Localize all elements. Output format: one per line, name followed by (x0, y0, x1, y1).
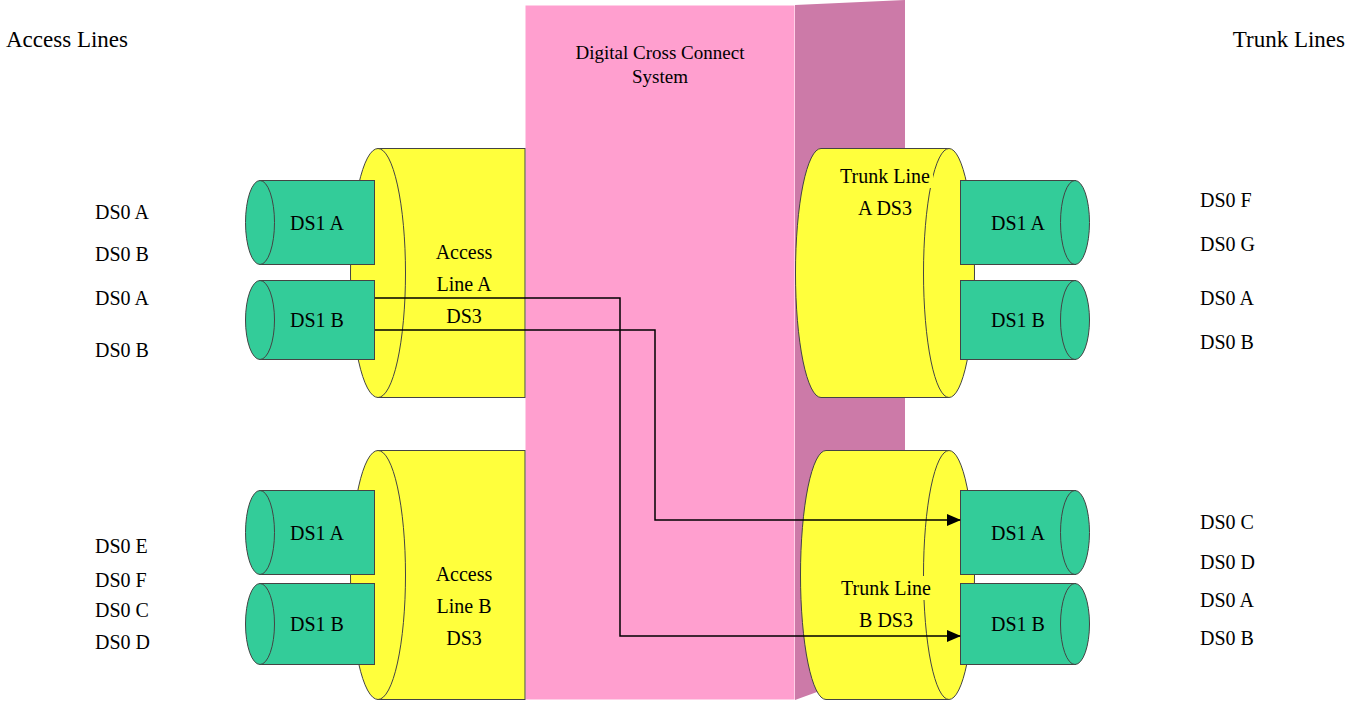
ds1-cylinder: DS1 B (245, 280, 375, 360)
channel-label: DS0 E (95, 534, 148, 558)
channel-label: DS0 A (95, 286, 149, 310)
ds1-cylinder: DS1 B (960, 583, 1090, 665)
label-patch: Access Line B DS3 (433, 562, 496, 650)
node-outline (800, 450, 975, 700)
ds1-cylinder: DS1 A (245, 180, 375, 265)
node-label: DS1 A (267, 521, 367, 545)
node-label: Access Line A DS3 (416, 236, 512, 332)
ds1-cylinder: DS1 A (960, 180, 1090, 265)
channel-label: DS0 B (1200, 330, 1254, 354)
label-patch: Trunk Line B DS3 (838, 576, 934, 632)
label-patch: Trunk Line A DS3 (837, 164, 933, 220)
label-patch: Access Line A DS3 (433, 240, 496, 328)
channel-label: DS0 B (95, 338, 149, 362)
node-label: DS1 A (968, 211, 1068, 235)
node-label: Digital Cross Connect System (575, 41, 745, 89)
node-label: Access Line B DS3 (416, 558, 512, 654)
ds3-cylinder: Trunk Line B DS3DS1 ADS1 B (800, 450, 975, 700)
channel-label: DS0 B (1200, 626, 1254, 650)
node-label: DS1 A (968, 521, 1068, 545)
node-label: DS1 B (267, 308, 367, 332)
section-heading: Trunk Lines (1233, 26, 1345, 54)
node-label: DS1 B (267, 612, 367, 636)
channel-label: DS0 C (95, 598, 149, 622)
section-heading: Access Lines (6, 26, 128, 54)
node-label: DS1 B (968, 308, 1068, 332)
channel-route (375, 298, 960, 636)
channel-label: DS0 C (1200, 510, 1254, 534)
ds3-cylinder: Trunk Line A DS3DS1 ADS1 B (795, 148, 975, 398)
ds1-cylinder: DS1 B (960, 280, 1090, 360)
channel-label: DS0 F (95, 568, 147, 592)
channel-label: DS0 A (1200, 286, 1254, 310)
channel-label: DS0 D (95, 630, 150, 654)
node-label: DS1 B (968, 612, 1068, 636)
ds1-cylinder: DS1 A (960, 490, 1090, 575)
node-label: Trunk Line B DS3 (838, 572, 934, 636)
channel-label: DS0 D (1200, 550, 1255, 574)
channel-label: DS0 G (1200, 232, 1255, 256)
node-outline (525, 5, 795, 700)
ds3-cylinder: Access Line A DS3DS1 ADS1 B (350, 148, 525, 398)
channel-route (375, 330, 960, 520)
channel-label: DS0 A (1200, 588, 1254, 612)
ds1-cylinder: DS1 A (245, 490, 375, 575)
cross-connect-box: Digital Cross Connect System (525, 5, 795, 700)
ds3-cylinder: Access Line B DS3DS1 ADS1 B (350, 450, 525, 700)
channel-label: DS0 A (95, 200, 149, 224)
node-label: Trunk Line A DS3 (837, 160, 933, 224)
node-label: DS1 A (267, 211, 367, 235)
ds1-cylinder: DS1 B (245, 583, 375, 665)
channel-label: DS0 B (95, 242, 149, 266)
channel-label: DS0 F (1200, 188, 1252, 212)
